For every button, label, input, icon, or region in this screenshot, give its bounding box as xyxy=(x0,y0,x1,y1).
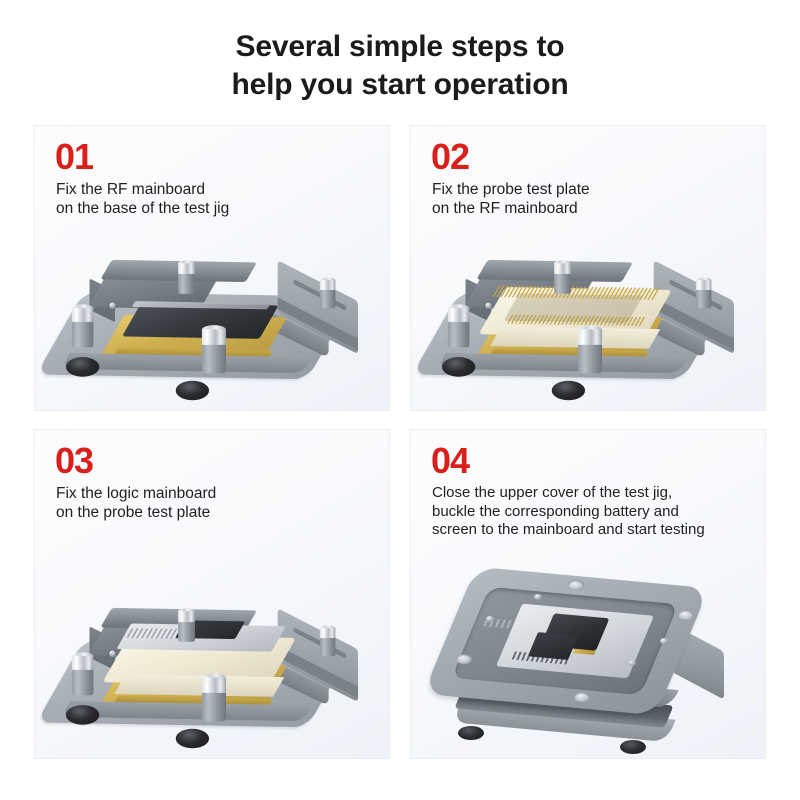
jig-rubber-foot xyxy=(458,726,484,740)
jig-post xyxy=(319,277,336,309)
test-jig-open xyxy=(36,234,373,401)
jig-post xyxy=(201,325,227,375)
page-title-line-1: Several simple steps to xyxy=(235,30,565,63)
page-title-line-2: help you start operation xyxy=(231,68,569,101)
step-description-03: Fix the logic mainboard on the probe tes… xyxy=(56,485,217,521)
step-number-03: 03 xyxy=(55,440,94,481)
jig-post xyxy=(71,652,94,697)
jig-post xyxy=(554,260,571,295)
jig-rubber-foot xyxy=(551,380,586,401)
jig-cover-screw xyxy=(486,616,494,622)
probe-test-plate-face xyxy=(490,326,661,349)
jig-screw xyxy=(109,302,116,310)
jig-rubber-foot xyxy=(175,380,210,401)
step-number-04: 04 xyxy=(431,440,470,481)
step-panel-04: 04 Close the upper cover of the test jig… xyxy=(410,429,766,759)
jig-post xyxy=(695,277,712,309)
page-title: Several simple steps to help you start o… xyxy=(0,28,800,104)
probe-test-plate-face xyxy=(114,674,285,697)
test-jig-with-probe-plate xyxy=(412,234,749,401)
jig-rubber-foot xyxy=(441,357,476,377)
jig-rubber-foot xyxy=(620,740,646,754)
jig-rubber-foot xyxy=(175,728,210,749)
test-jig-with-logic-board xyxy=(36,582,373,749)
jig-cover-screw xyxy=(660,638,668,644)
jig-post xyxy=(319,625,336,657)
step-panel-02: 02 Fix the probe test plate on the RF ma… xyxy=(410,125,766,411)
jig-cover-hole xyxy=(574,692,590,702)
jig-post xyxy=(577,325,603,375)
test-jig-closed xyxy=(422,558,748,754)
jig-post xyxy=(201,673,227,723)
jig-cover-hole xyxy=(456,654,472,664)
step-panel-01: 01 Fix the RF mainboard on the base of t… xyxy=(34,125,390,411)
step-illustration-03 xyxy=(35,573,389,758)
step-number-02: 02 xyxy=(431,136,470,177)
jig-cover-hole xyxy=(678,610,694,620)
jig-screw xyxy=(109,650,116,658)
jig-cover-screw xyxy=(534,594,542,600)
jig-cover-screw xyxy=(628,660,636,666)
jig-screw xyxy=(485,302,492,310)
jig-post xyxy=(178,608,195,643)
jig-post xyxy=(71,304,94,349)
steps-grid: 01 Fix the RF mainboard on the base of t… xyxy=(34,125,766,759)
jig-post xyxy=(178,260,195,295)
jig-rubber-foot xyxy=(65,705,100,725)
step-description-01: Fix the RF mainboard on the base of the … xyxy=(56,181,230,217)
jig-post xyxy=(447,304,470,349)
step-illustration-02 xyxy=(411,225,765,410)
step-illustration-01 xyxy=(35,225,389,410)
step-description-04: Close the upper cover of the test jig, b… xyxy=(432,484,705,538)
step-panel-03: 03 Fix the logic mainboard on the probe … xyxy=(34,429,390,759)
jig-rubber-foot xyxy=(65,357,100,377)
step-number-01: 01 xyxy=(55,136,94,177)
jig-cover-hole xyxy=(568,580,584,590)
step-description-02: Fix the probe test plate on the RF mainb… xyxy=(432,181,590,217)
step-illustration-04 xyxy=(411,543,765,758)
